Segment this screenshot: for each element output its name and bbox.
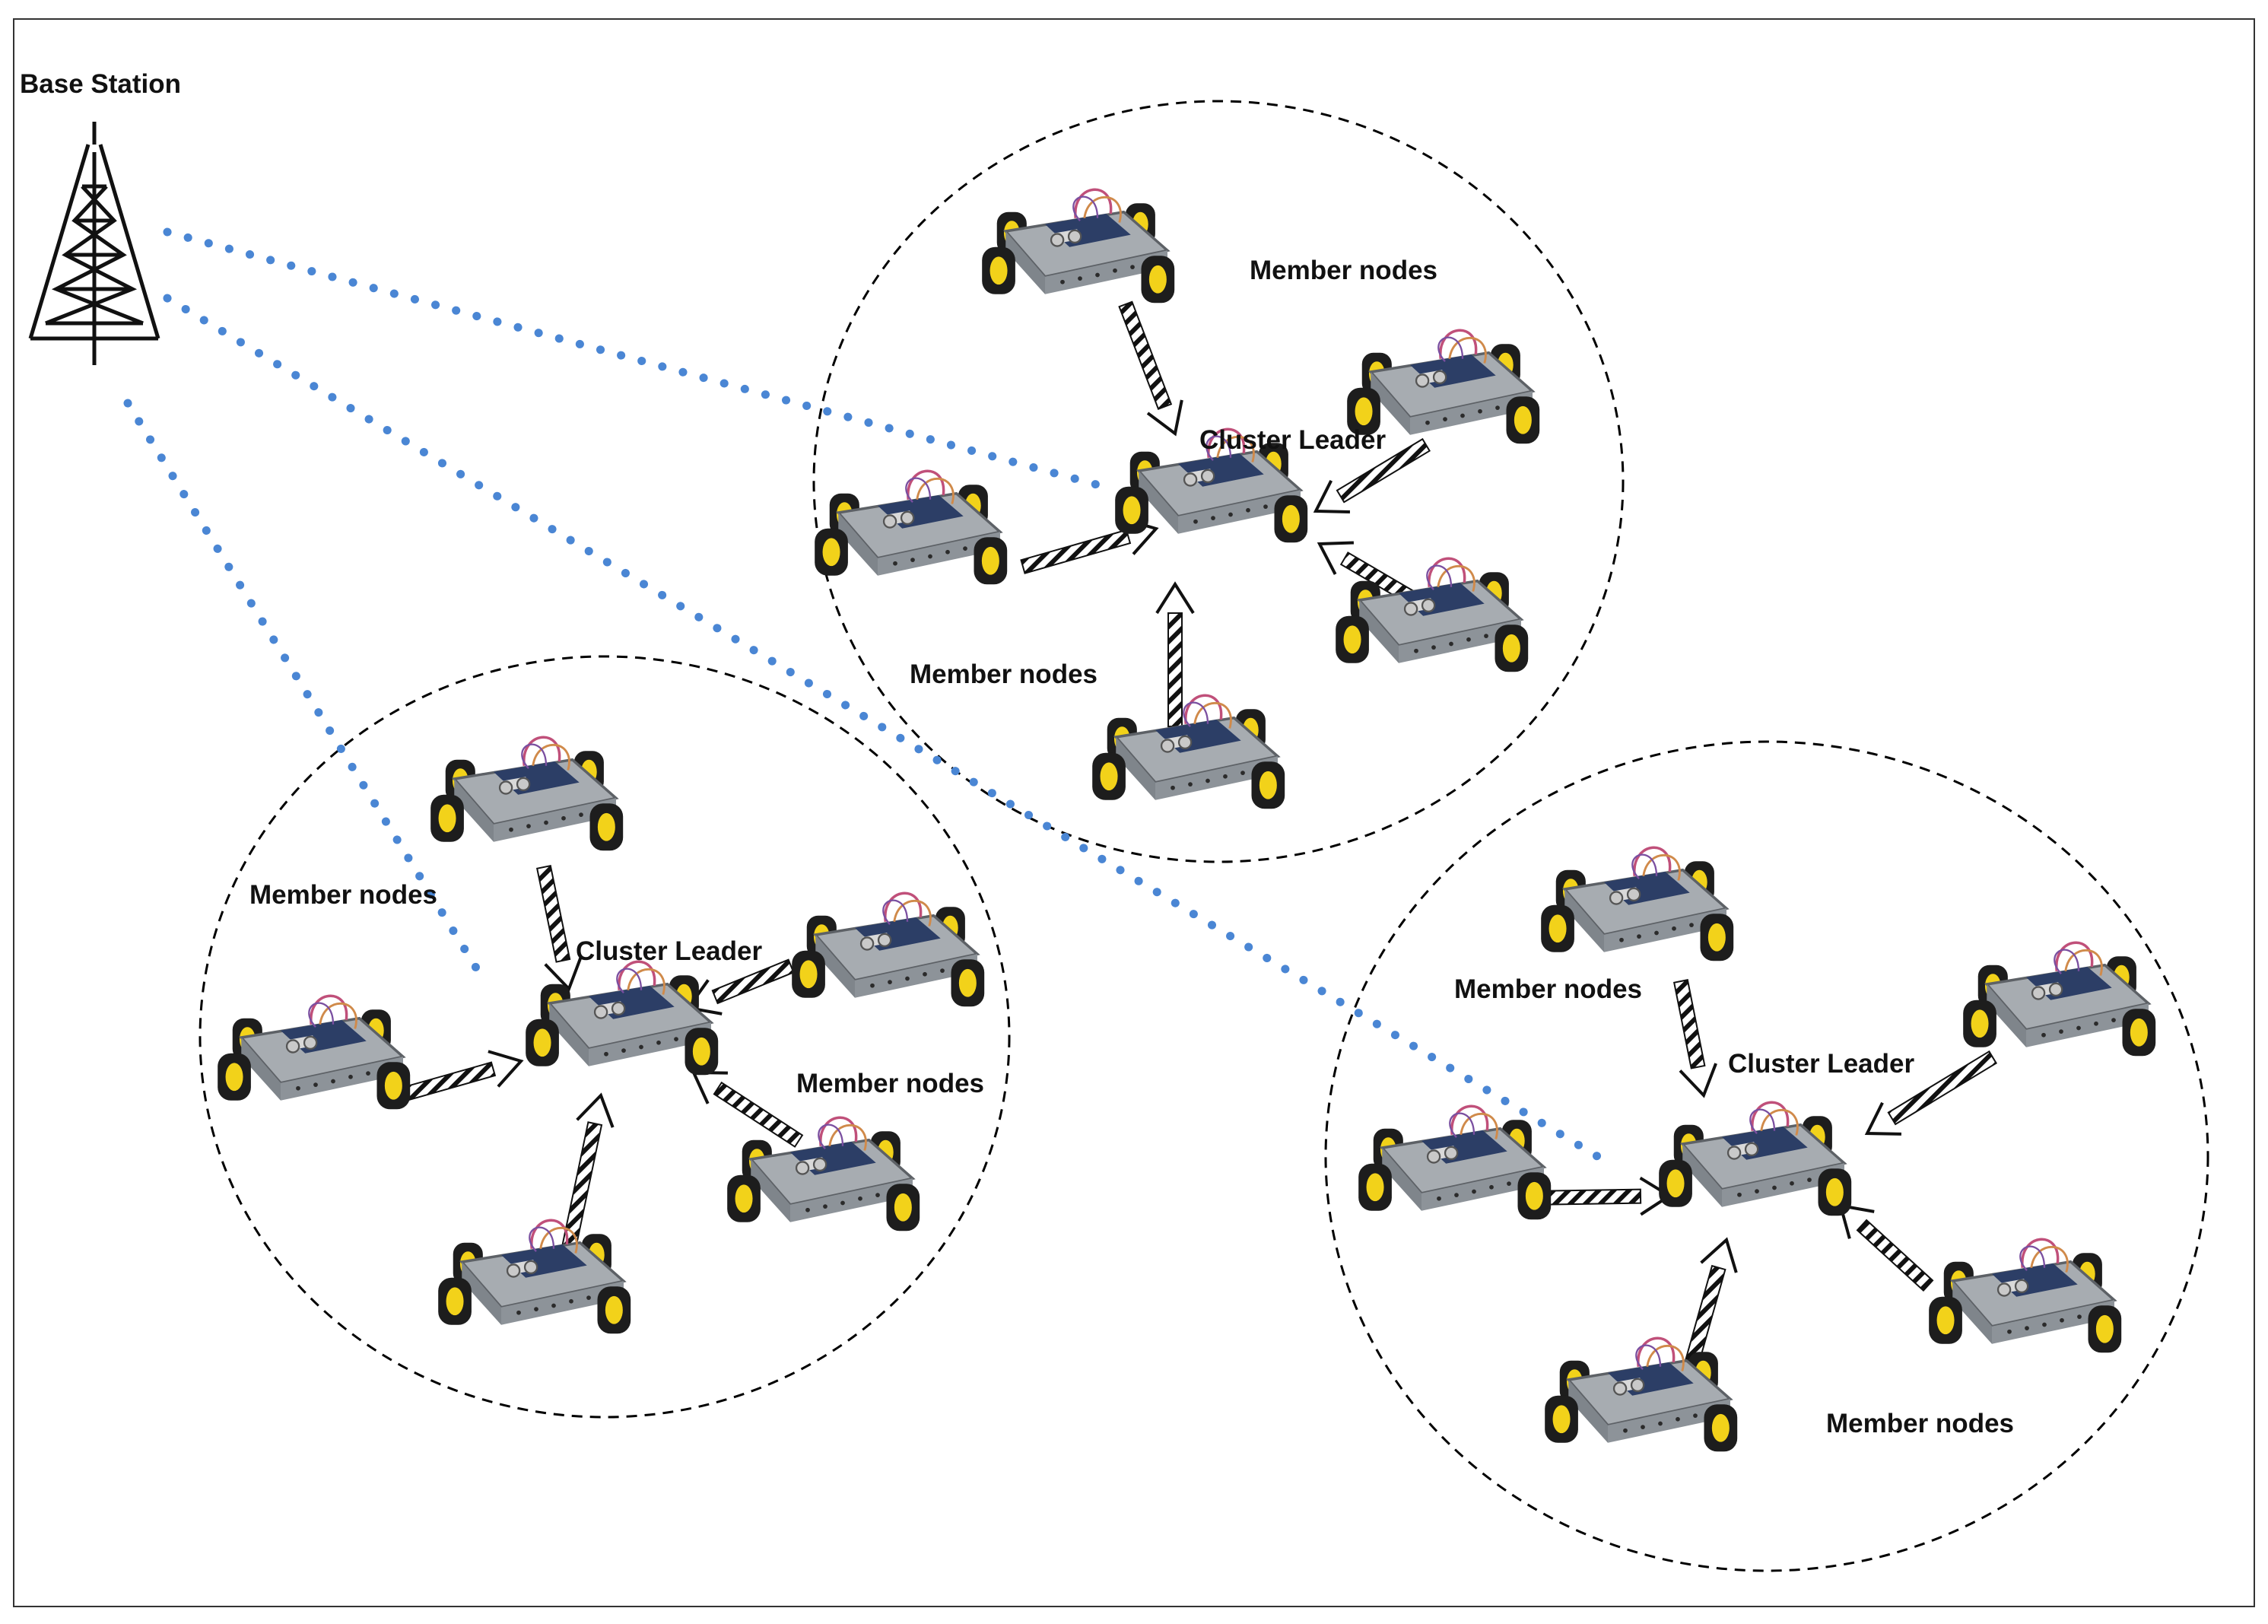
- arrow-right-2: [1864, 1050, 1998, 1136]
- arrow-top-5: [1155, 581, 1195, 727]
- arrow-top-1: [1118, 300, 1183, 437]
- arrow-right-5: [1685, 1237, 1738, 1365]
- cluster-left-members-label-1: Member nodes: [249, 880, 437, 910]
- arrow-right-4: [1838, 1203, 1934, 1292]
- cluster-left-leader-label: Cluster Leader: [576, 936, 762, 966]
- robot-car-icon-right-member-3: [1357, 1104, 1552, 1222]
- robot-car-icon-left-member-1: [429, 736, 624, 853]
- link-right-cluster: [163, 294, 1602, 1161]
- cluster-right-leader-label: Cluster Leader: [1728, 1049, 1914, 1079]
- cluster-boundary-right: [1324, 740, 2209, 1572]
- arrow-left-1: [536, 865, 583, 992]
- cluster-top-members-label-1: Member nodes: [1250, 256, 1437, 285]
- base-station-links: [123, 227, 1602, 1161]
- robot-car-icon-left-leader: [524, 960, 719, 1077]
- transmission-tower-icon: [28, 122, 160, 365]
- cluster-left-members-label-2: Member nodes: [796, 1069, 984, 1098]
- cluster-boundary-top: [812, 100, 1625, 863]
- cluster-boundary-left: [199, 655, 1011, 1419]
- cluster-right-members-label-2: Member nodes: [1826, 1409, 2014, 1438]
- arrow-top-2: [1313, 437, 1431, 514]
- robot-car-icon-top-member-3: [813, 469, 1009, 586]
- robot-car-icon-top-member-1: [980, 188, 1176, 305]
- robot-car-icon-right-leader: [1657, 1101, 1853, 1218]
- robot-car-icon-top-member-5: [1091, 694, 1286, 811]
- robot-car-icon-right-member-1: [1539, 846, 1735, 963]
- robot-car-icon-left-member-3: [216, 994, 411, 1111]
- link-left-cluster: [123, 399, 491, 990]
- robot-car-icon-left-member-4: [726, 1116, 921, 1233]
- robot-nodes: [216, 188, 2157, 1454]
- cluster-top-members-label-2: Member nodes: [910, 659, 1097, 689]
- member-to-leader-arrows: [383, 300, 1998, 1365]
- outer-frame: [13, 18, 2255, 1607]
- robot-car-icon-right-member-2: [1961, 941, 2157, 1058]
- base-station-label: Base Station: [20, 69, 181, 99]
- arrow-left-4: [691, 1070, 804, 1148]
- link-top-cluster: [163, 227, 1115, 493]
- robot-car-icon-right-member-5: [1543, 1336, 1739, 1454]
- robot-car-icon-left-member-5: [437, 1219, 632, 1336]
- robot-car-icon-right-member-4: [1927, 1238, 2123, 1355]
- arrow-left-2: [685, 958, 795, 1015]
- robot-car-icon-left-member-2: [790, 891, 986, 1009]
- cluster-right-members-label-1: Member nodes: [1454, 974, 1642, 1004]
- cluster-top-leader-label: Cluster Leader: [1199, 425, 1386, 455]
- arrow-right-1: [1672, 979, 1717, 1098]
- arrow-left-5: [561, 1092, 615, 1251]
